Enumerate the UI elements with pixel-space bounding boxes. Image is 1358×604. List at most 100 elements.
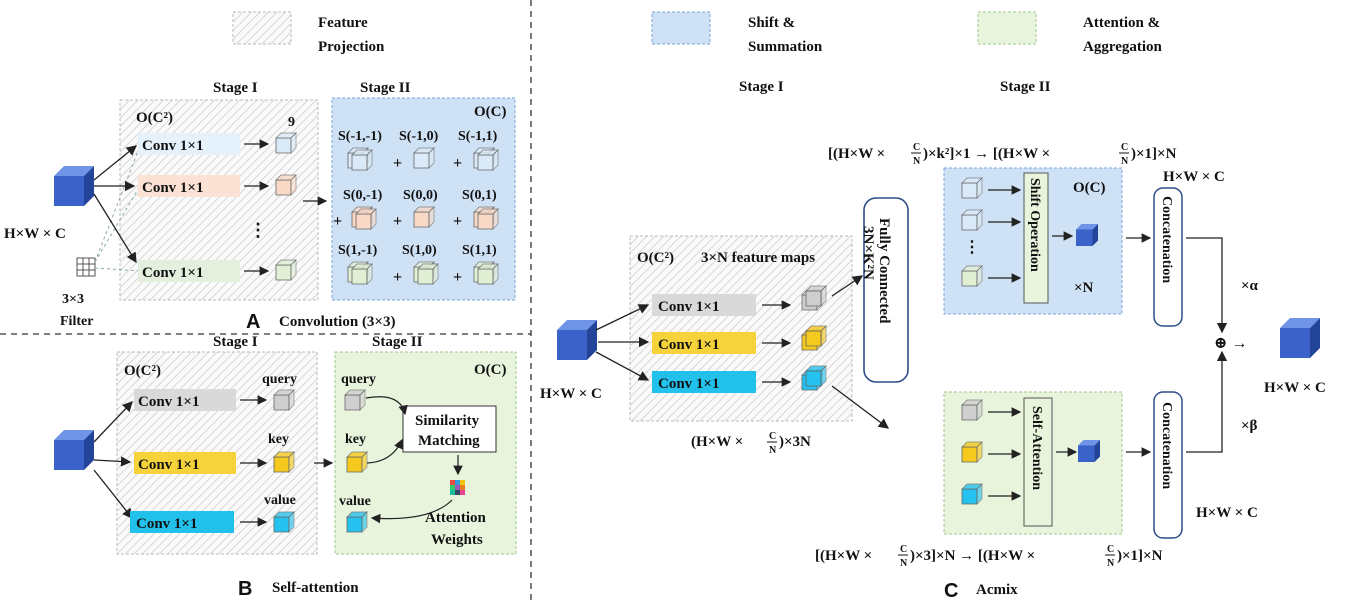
legend-green-swatch [977,11,1037,45]
panel-b-letter: B [238,578,252,600]
shift-label-5: S(0,0) [403,188,438,203]
concatenation-bottom-label: Concatenation [1159,402,1174,489]
legend-attn-agg-line2: Aggregation [1083,39,1163,55]
panel-b-conv-label-1: Conv 1×1 [138,394,199,410]
legend-shift-sum-line1: Shift & [748,15,795,31]
svg-text:[(H×W ×: [(H×W × [815,548,872,564]
panel-b-value-label: value [264,493,296,508]
panel-b-conv-pill-1 [134,389,236,411]
shift-input-cube-1 [961,177,983,199]
panel-a-count-label: 9 [288,115,295,130]
legend-blue-swatch [651,11,711,45]
attn-output-cube [1078,440,1100,462]
plus-a2: + [453,155,462,172]
similarity-line2: Matching [418,433,480,449]
panel-b-query-label: query [262,372,297,387]
svg-text:N: N [769,445,777,456]
panel-a-conv-pill-1 [138,133,240,155]
shift-output-cube [1076,224,1098,246]
legend-hatch-swatch [232,11,292,45]
panel-a-complexity2: O(C) [474,104,507,120]
hwc-top: H×W × C [1163,169,1225,185]
panel-a-conv-label-1: Conv 1×1 [142,138,203,154]
panel-a-conv-label-2: Conv 1×1 [142,180,203,196]
panel-b-value-cube [273,511,295,533]
svg-text:)×k²]×1 → [(H×W ×: )×k²]×1 → [(H×W × [923,146,1050,162]
panel-c-conv-pill-2 [652,332,756,354]
svg-text:C: C [1121,142,1128,153]
similarity-matching-box [402,405,497,453]
panel-c-conv-label-1: Conv 1×1 [658,299,719,315]
panel-c-conv-pill-3 [652,371,756,393]
plus-a5: + [453,213,462,230]
panel-c-stage1: Stage I [739,79,784,95]
svg-text:N: N [1121,156,1129,167]
panel-b: Stage I Stage II O(C²) O(C) Conv 1×1 Con… [54,334,517,600]
panel-c-output-label: H×W × C [1264,380,1326,396]
panel-c-stage2: Stage II [1000,79,1051,95]
shift-input-cube-3 [961,265,983,287]
panel-b-complexity2: O(C) [474,362,507,378]
attention-weights-line2: Weights [431,532,483,548]
concatenation-top-box [1153,187,1183,327]
shift-operation-box [1023,172,1049,304]
panel-b-key-label: key [268,432,289,447]
self-attention-box [1023,397,1053,527]
concatenation-top-label: Concatenation [1159,196,1174,283]
panel-a-caption: Convolution (3×3) [279,314,395,330]
legend-shift-sum-line2: Summation [748,39,823,55]
shift-label-8: S(1,0) [402,243,437,258]
concatenation-bottom-box [1153,391,1183,539]
panel-c-input-cube [557,320,597,360]
panel-b-input-cube [54,430,94,470]
panel-a-input-cube [54,166,94,206]
panel-a: Stage I Stage II O(C²) O(C) H×W × C 3×3 … [4,80,516,333]
panel-c-gray-cube-back [805,285,827,307]
alpha-label: ×α [1241,278,1259,294]
panel-c-conv-label-3: Conv 1×1 [658,376,719,392]
shift-label-9: S(1,1) [462,243,497,258]
panel-b-s2-key-label: key [345,432,366,447]
panel-c-complexity1: O(C²) [637,250,674,266]
svg-text:)×3N: )×3N [779,434,811,450]
panel-a-conv-pill-3 [138,260,240,282]
svg-text:N: N [900,558,908,569]
shift-input-cube-2 [961,209,983,231]
shift-label-4: S(0,-1) [343,188,383,203]
top-formula: [(H×W × C N )×k²]×1 → [(H×W × C N )×1]×N [828,142,1177,167]
self-attention-label: Self-Attention [1029,406,1044,490]
shift-label-6: S(0,1) [462,188,497,203]
panel-a-cube-green [275,259,297,281]
svg-text:)×1]×N: )×1]×N [1117,548,1163,564]
shift-label-7: S(1,-1) [338,243,378,258]
svg-text:C: C [1107,544,1114,555]
attn-input-cube-2 [961,441,983,463]
panel-c-input-label: H×W × C [540,386,602,402]
panel-b-s2-value-label: value [339,494,371,509]
panel-a-cube-orange [275,174,297,196]
panel-a-stage1: Stage I [213,80,258,96]
svg-text:(H×W ×: (H×W × [691,434,743,450]
panel-c-conv-label-2: Conv 1×1 [658,337,719,353]
panel-b-conv-pill-2 [134,452,236,474]
panel-b-s2-query-label: query [341,372,376,387]
svg-text:)×3]×N → [(H×W ×: )×3]×N → [(H×W × [910,548,1035,564]
fc-line2: 3N×K²N [860,226,876,280]
panel-b-conv-pill-3 [130,511,234,533]
panel-c-dots: ⋮ [964,239,980,256]
sum-symbol: ⊕ → [1214,335,1247,352]
panel-a-filter-label-line1: 3×3 [62,292,84,307]
plus-a3: + [333,213,342,230]
panel-b-conv-label-2: Conv 1×1 [138,457,199,473]
panel-a-conv-label-3: Conv 1×1 [142,265,203,281]
filter-grid-icon [76,257,96,277]
svg-text:)×1]×N: )×1]×N [1131,146,1177,162]
panel-b-caption: Self-attention [272,580,359,596]
panel-c-conv-pill-1 [652,294,756,316]
panel-a-conv-pill-2 [138,175,240,197]
svg-text:N: N [1107,558,1115,569]
plus-a1: + [393,155,402,172]
panel-b-complexity1: O(C²) [124,363,161,379]
panel-a-dots: ⋮ [249,220,267,240]
